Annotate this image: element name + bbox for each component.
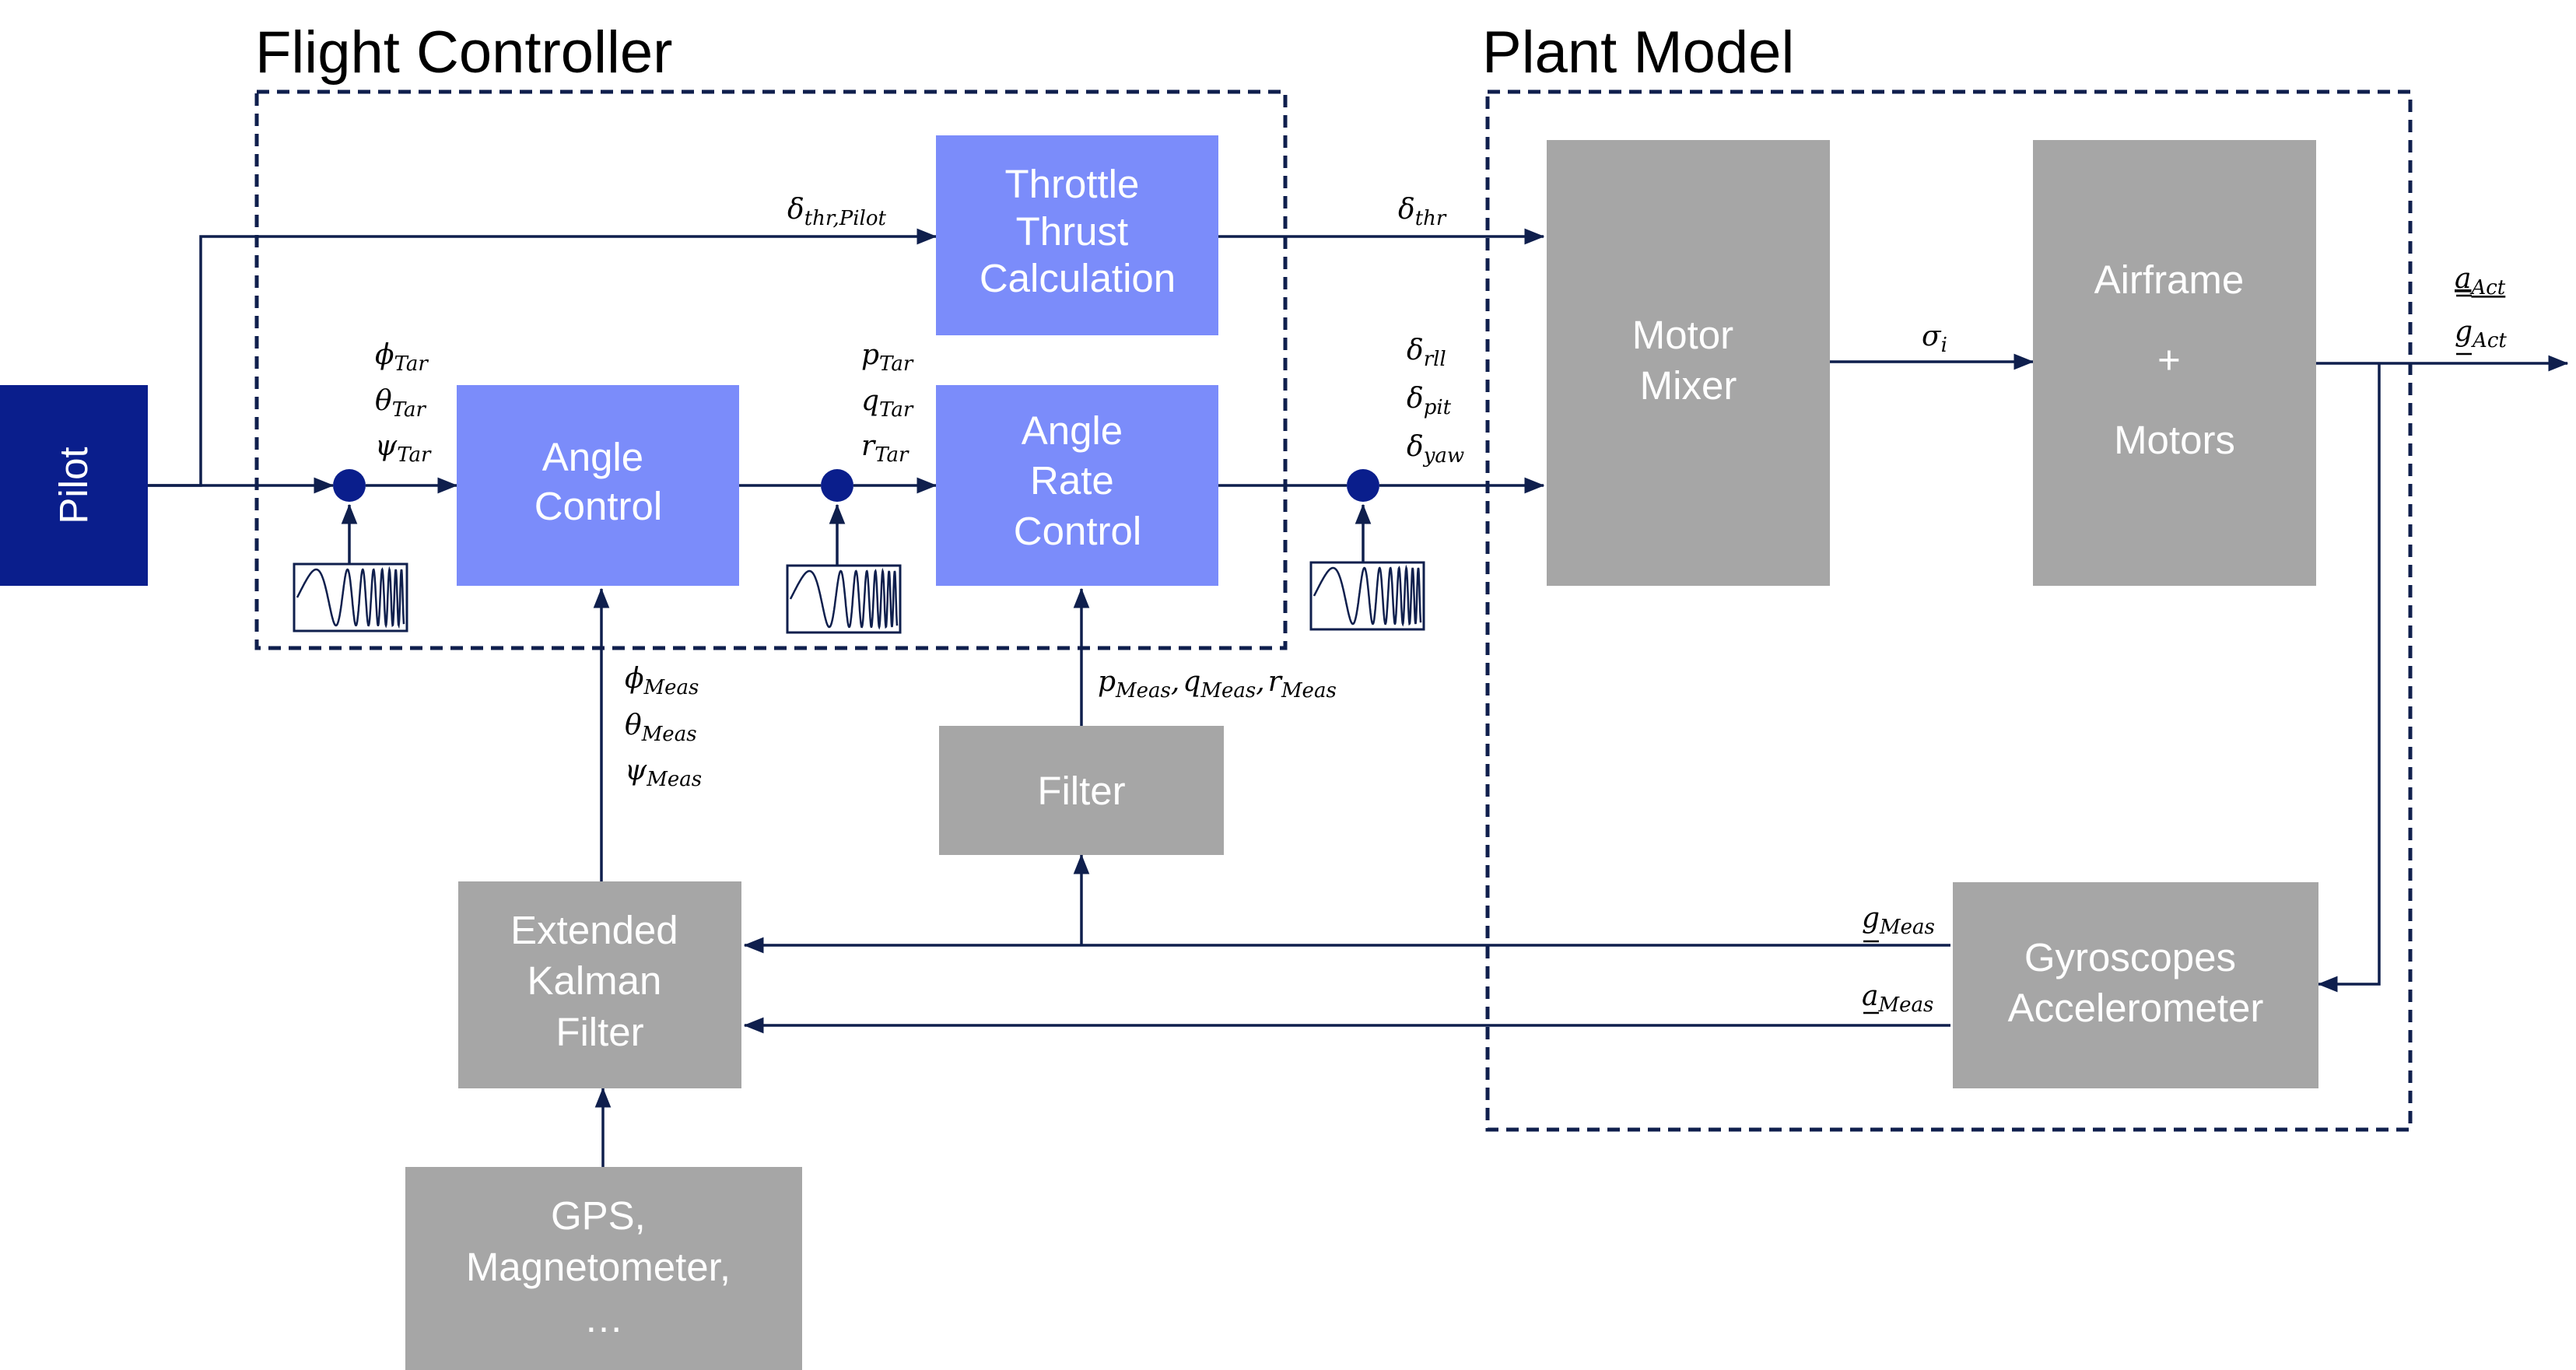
throttle-label-2: Thrust: [1016, 209, 1129, 254]
extended-kalman-filter-block: Extended Kalman Filter: [458, 881, 741, 1088]
filter-label: Filter: [1037, 769, 1125, 813]
throttle-label-1: Throttle: [1004, 162, 1139, 206]
ekf-label-3: Filter: [556, 1010, 643, 1054]
rate-control-label-3: Control: [1014, 509, 1141, 553]
svg-text:GPS, Magnetometer,: GPS, Magnetometer, …: [466, 1193, 741, 1340]
angle-control-block: Angle Control: [457, 385, 739, 586]
svg-text:Throttle Thrust Ca: Throttle Thrust Calculation: [980, 162, 1176, 300]
svg-text:Motor Mixer: Motor Mixer: [1632, 313, 1745, 408]
plant-model-title: Plant Model: [1482, 19, 1794, 86]
signal-theta-meas: θMeas: [625, 710, 697, 746]
gps-magnetometer-block: GPS, Magnetometer, …: [405, 1167, 802, 1370]
plant-model-frame: [1485, 89, 2413, 1132]
svg-text:Extended Kalman Fi: Extended Kalman Filter: [510, 908, 689, 1054]
signal-sigma-i: σi: [1922, 321, 1947, 357]
throttle-thrust-calculation-block: Throttle Thrust Calculation: [936, 135, 1218, 335]
signal-a-meas: aMeas: [1862, 980, 1933, 1017]
signal-g-meas: gMeas: [1862, 902, 1935, 939]
sensors-label-2: Accelerometer: [2008, 986, 2264, 1030]
summing-junction-icon: [821, 469, 853, 502]
flight-controller-title: Flight Controller: [255, 19, 672, 86]
angle-control-label-1: Angle: [542, 435, 643, 479]
svg-text:Angle Control: Angle Control: [534, 435, 662, 528]
gps-label-2: Magnetometer,: [466, 1245, 731, 1289]
signal-phi-tar: ϕTar: [375, 339, 429, 376]
signal-delta-thr: δthr: [1398, 194, 1447, 230]
connections: [148, 228, 2569, 1167]
svg-text:Gyroscopes Accelerometer: Gyroscopes Accelerometer: [2008, 935, 2264, 1030]
gps-label-1: GPS,: [551, 1193, 646, 1238]
signal-q-tar: qTar: [861, 385, 914, 422]
signal-a-act: aAct: [2455, 263, 2506, 300]
signal-g-act: gAct: [2455, 316, 2507, 352]
signal-phi-meas: ϕMeas: [625, 663, 699, 699]
throttle-label-3: Calculation: [980, 256, 1176, 300]
summing-junction-icon: [333, 469, 366, 502]
summing-junction-icon: [1347, 469, 1379, 502]
airframe-motors-block: Airframe + Motors: [2033, 140, 2316, 586]
pilot-label: Pilot: [51, 447, 96, 524]
airframe-label-3: Motors: [2114, 418, 2235, 462]
ekf-label-1: Extended: [510, 908, 678, 952]
gps-label-3: …: [584, 1296, 624, 1340]
signal-delta-thr-pilot: δthr,Pilot: [787, 194, 886, 230]
signal-r-tar: rTar: [861, 430, 909, 467]
chirp-signal-icon: [786, 564, 902, 634]
svg-text:Angle Rate Control: Angle Rate Control: [1014, 408, 1141, 553]
flight-controller-frame: [254, 89, 1288, 650]
chirp-signal-icon: [293, 562, 408, 632]
signal-p-tar: pTar: [861, 339, 914, 376]
signal-pqr-meas: pMeas,qMeas,rMeas: [1098, 666, 1337, 703]
ekf-label-2: Kalman: [527, 958, 661, 1003]
rate-control-label-1: Angle: [1022, 408, 1123, 453]
signal-delta-pit: δpit: [1407, 383, 1452, 419]
signal-delta-yaw: δyaw: [1407, 431, 1464, 468]
rate-control-label-2: Rate: [1030, 458, 1114, 503]
airframe-label-2: +: [2157, 338, 2181, 382]
output-to-sensors-line: [2317, 363, 2381, 993]
angle-rate-control-block: Angle Rate Control: [936, 385, 1218, 586]
airframe-label-1: Airframe: [2094, 258, 2245, 302]
angle-control-label-2: Control: [534, 484, 662, 528]
motor-mixer-label-2: Mixer: [1640, 363, 1737, 408]
filter-block: Filter: [939, 726, 1224, 855]
signal-psi-tar: ψTar: [375, 430, 432, 467]
signal-delta-rll: δrll: [1407, 335, 1446, 371]
sensors-label-1: Gyroscopes: [2024, 935, 2236, 979]
motor-mixer-block: Motor Mixer: [1547, 140, 1830, 586]
signal-psi-meas: ψMeas: [625, 755, 702, 791]
gyroscopes-accelerometer-block: Gyroscopes Accelerometer: [1953, 882, 2318, 1088]
motor-mixer-label-1: Motor: [1632, 313, 1733, 357]
signal-theta-tar: θTar: [375, 385, 427, 422]
svg-text:Airframe + Motors: Airframe + Motors: [2094, 258, 2255, 462]
chirp-signal-icon: [1309, 561, 1425, 631]
pilot-block: Pilot: [0, 385, 148, 586]
